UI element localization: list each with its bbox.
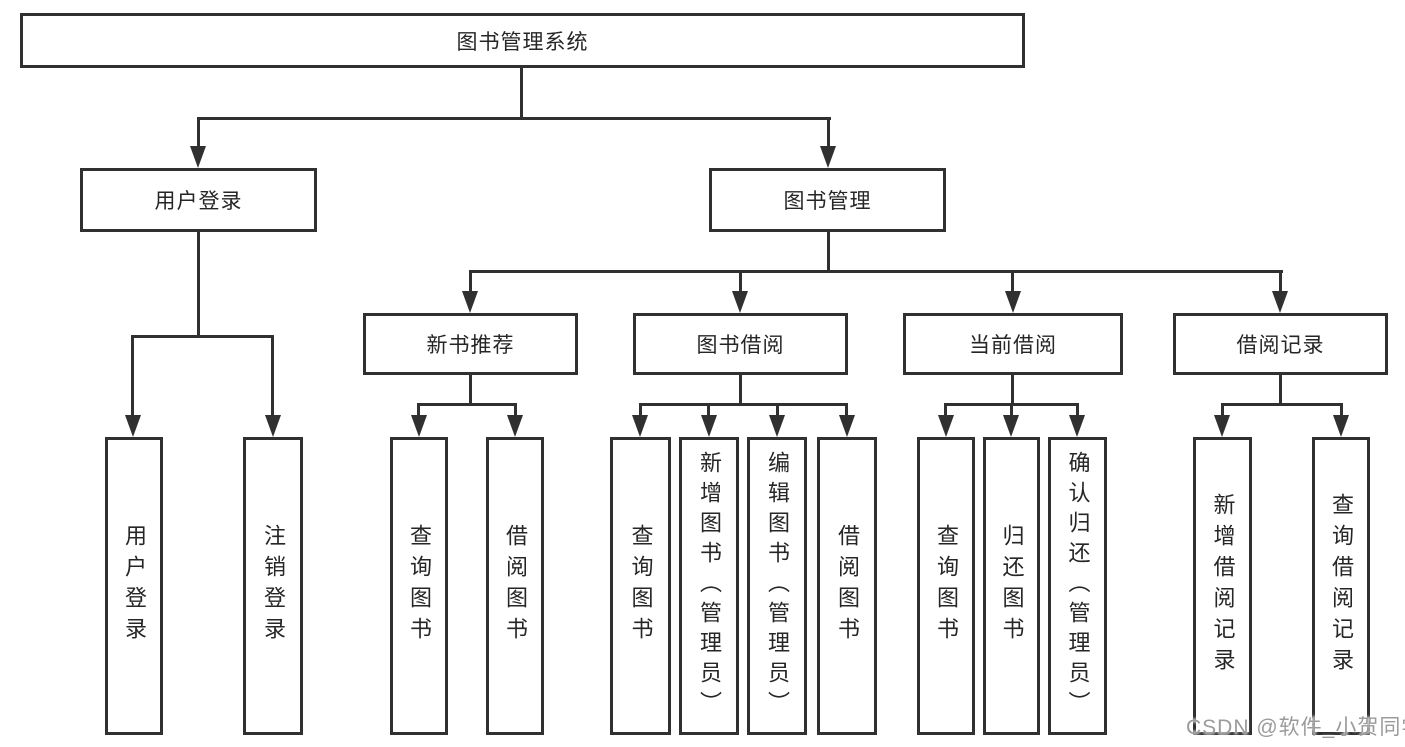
connector-drop <box>739 270 742 295</box>
arrowhead-down-icon <box>411 415 427 437</box>
node-user-login: 用户登录 <box>80 168 317 232</box>
arrowhead-down-icon <box>265 415 281 437</box>
connector-drop <box>1076 403 1079 419</box>
connector-stem <box>739 375 742 406</box>
node-current-borrowing: 当前借阅 <box>903 313 1123 375</box>
leaf-query-books-borrowing: 查询图书 <box>610 437 671 735</box>
leaf-borrow-books: 借阅图书 <box>817 437 877 735</box>
node-label: 图书管理系统 <box>456 30 589 54</box>
connector-drop <box>131 335 134 420</box>
connector-drop <box>707 403 710 419</box>
connector-book-mgmt-drop <box>827 117 830 150</box>
connector-drop <box>417 403 420 419</box>
connector-drop <box>1279 270 1282 295</box>
leaf-query-borrow-record: 查询借阅记录 <box>1312 437 1370 735</box>
connector-level2-rail <box>469 270 1283 273</box>
connector-drop <box>1340 403 1343 419</box>
node-label: 新书推荐 <box>426 334 515 357</box>
leaf-label: 新增借阅记录 <box>1210 493 1236 679</box>
leaf-label: 借阅图书 <box>835 524 860 648</box>
connector-drop <box>514 403 517 419</box>
leaf-logout: 注销登录 <box>243 437 303 735</box>
connector-root-stem <box>520 68 523 119</box>
connector-drop <box>469 270 472 295</box>
leaf-return-books: 归还图书 <box>983 437 1040 735</box>
node-new-book-recommendation: 新书推荐 <box>363 313 578 375</box>
arrowhead-down-icon <box>1333 415 1349 437</box>
leaf-edit-books-admin: 编辑图书（管理员） <box>747 437 807 735</box>
node-library-management-system: 图书管理系统 <box>20 13 1025 68</box>
leaf-label: 归还图书 <box>999 524 1025 648</box>
node-borrowing-records: 借阅记录 <box>1173 313 1388 375</box>
node-label: 借阅记录 <box>1236 334 1325 357</box>
arrowhead-down-icon <box>632 415 648 437</box>
leaf-confirm-return-admin: 确认归还（管理员） <box>1048 437 1107 735</box>
connector-drop <box>1011 270 1014 295</box>
node-book-management: 图书管理 <box>709 168 946 232</box>
node-label: 图书借阅 <box>696 334 785 357</box>
arrowhead-down-icon <box>769 415 785 437</box>
connector-stem <box>1279 375 1282 406</box>
arrowhead-down-icon <box>839 415 855 437</box>
arrowhead-down-icon <box>1005 291 1021 313</box>
leaf-label: 查询图书 <box>934 524 959 648</box>
connector-drop <box>845 403 848 419</box>
leaf-borrow-books-recommend: 借阅图书 <box>486 437 544 735</box>
leaf-label: 查询图书 <box>407 524 432 648</box>
connector-stem <box>469 375 472 406</box>
connector-stem <box>1011 375 1014 406</box>
leaf-add-borrow-record: 新增借阅记录 <box>1193 437 1252 735</box>
arrowhead-down-icon <box>820 146 836 168</box>
connector-level1-rail <box>197 117 831 120</box>
connector-drop <box>944 403 947 419</box>
arrowhead-down-icon <box>462 291 478 313</box>
node-label: 图书管理 <box>783 190 872 213</box>
connector-drop <box>1221 403 1224 419</box>
connector-drop <box>776 403 779 419</box>
connector-book-mgmt-stem <box>827 232 830 273</box>
arrowhead-down-icon <box>701 415 717 437</box>
arrowhead-down-icon <box>1214 415 1230 437</box>
connector-user-login-drop <box>197 117 200 150</box>
leaf-label: 注销登录 <box>261 524 286 648</box>
node-label: 当前借阅 <box>969 334 1057 357</box>
node-book-borrowing: 图书借阅 <box>633 313 848 375</box>
connector-rail <box>417 403 517 406</box>
leaf-query-books-recommend: 查询图书 <box>390 437 448 735</box>
arrowhead-down-icon <box>507 415 523 437</box>
connector-rail <box>1221 403 1343 406</box>
leaf-label: 新增图书（管理员） <box>697 451 722 721</box>
leaf-label: 借阅图书 <box>503 524 528 648</box>
connector-user-login-stem <box>197 232 200 338</box>
connector-user-login-rail <box>131 335 274 338</box>
arrowhead-down-icon <box>732 291 748 313</box>
leaf-label: 编辑图书（管理员） <box>765 451 790 721</box>
arrowhead-down-icon <box>190 146 206 168</box>
connector-rail <box>639 403 848 406</box>
leaf-add-books-admin: 新增图书（管理员） <box>679 437 739 735</box>
arrowhead-down-icon <box>125 415 141 437</box>
arrowhead-down-icon <box>1069 415 1085 437</box>
leaf-label: 确认归还（管理员） <box>1065 451 1091 721</box>
connector-drop <box>271 335 274 420</box>
connector-drop <box>1010 403 1013 419</box>
csdn-watermark: CSDN @软件_小贺同学 <box>1186 716 1405 739</box>
leaf-query-books-current: 查询图书 <box>917 437 975 735</box>
arrowhead-down-icon <box>938 415 954 437</box>
connector-drop <box>639 403 642 419</box>
leaf-label: 查询借阅记录 <box>1329 493 1354 679</box>
node-label: 用户登录 <box>154 190 243 213</box>
arrowhead-down-icon <box>1003 415 1019 437</box>
leaf-user-login: 用户登录 <box>105 437 163 735</box>
arrowhead-down-icon <box>1272 291 1288 313</box>
leaf-label: 查询图书 <box>628 524 654 648</box>
leaf-label: 用户登录 <box>122 524 147 648</box>
